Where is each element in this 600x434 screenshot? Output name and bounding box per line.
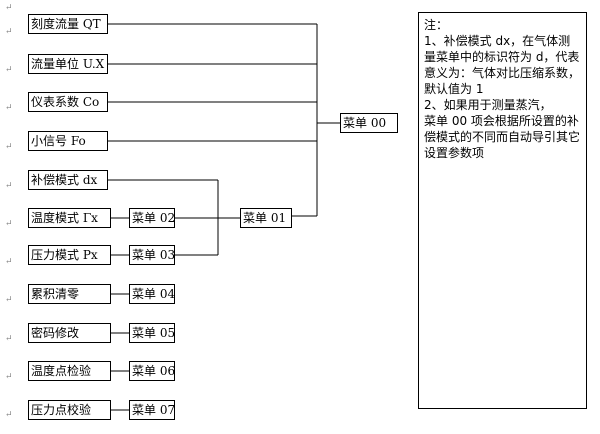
box-compensation-mode: 补偿模式 dx (28, 170, 108, 190)
box-label: 补偿模式 dx (31, 173, 98, 187)
box-small-signal: 小信号 Fo (28, 131, 108, 151)
paragraph-mark: ↵ (5, 295, 13, 305)
box-meter-factor: 仪表系数 Co (28, 92, 108, 112)
note-box: 注： 1、补偿模式 dx，在气体测量菜单中的标识符为 d，代表意义为：气体对比压… (418, 12, 587, 409)
menu-label: 菜单 02 (132, 211, 175, 225)
box-label: 压力模式 Px (31, 248, 98, 262)
menu-label: 菜单 04 (132, 287, 175, 301)
paragraph-mark: ↵ (5, 103, 13, 113)
box-label: 累积清零 (31, 287, 80, 301)
box-temperature-check: 温度点检验 (28, 361, 111, 381)
box-pressure-mode: 压力模式 Px (28, 245, 111, 265)
menu-label: 菜单 06 (132, 364, 175, 378)
menu-label: 菜单 05 (132, 326, 175, 340)
menu-05-box: 菜单 05 (129, 323, 175, 343)
box-label: 温度点检验 (31, 364, 92, 378)
menu-label: 菜单 03 (132, 248, 175, 262)
box-scale-flow: 刻度流量 QT (28, 14, 108, 34)
box-flow-unit: 流量单位 U.X (28, 54, 108, 74)
menu-06-box: 菜单 06 (129, 361, 175, 381)
menu-00-box: 菜单 00 (340, 113, 398, 133)
note-item-2-head: 2、如果用于测量蒸汽， (424, 98, 552, 112)
box-temperature-mode: 温度模式 Γx (28, 208, 111, 228)
paragraph-mark: ↵ (5, 142, 13, 152)
paragraph-mark: ↵ (5, 181, 13, 191)
note-title: 注： (424, 18, 449, 32)
paragraph-mark: ↵ (5, 372, 13, 382)
paragraph-mark: ↵ (5, 3, 13, 13)
menu-02-box: 菜单 02 (129, 208, 175, 228)
box-label: 仪表系数 Co (31, 95, 100, 109)
menu-03-box: 菜单 03 (129, 245, 175, 265)
box-label: 压力点校验 (31, 403, 92, 417)
menu-label: 菜单 01 (243, 211, 287, 225)
note-item-2-body: 菜单 00 项会根据所设置的补偿模式的不同而自动导引其它设置参数项 (424, 114, 581, 160)
menu-04-box: 菜单 04 (129, 284, 175, 304)
menu-07-box: 菜单 07 (129, 400, 175, 420)
paragraph-mark: ↵ (5, 334, 13, 344)
box-pressure-check: 压力点校验 (28, 400, 111, 420)
box-label: 温度模式 Γx (31, 211, 98, 225)
menu-label: 菜单 07 (132, 403, 175, 417)
menu-01-box: 菜单 01 (240, 208, 292, 228)
box-label: 流量单位 U.X (31, 57, 105, 71)
paragraph-mark: ↵ (5, 27, 13, 37)
paragraph-mark: ↵ (5, 65, 13, 75)
menu-label: 菜单 00 (343, 116, 387, 130)
paragraph-mark: ↵ (5, 410, 13, 420)
box-total-reset: 累积清零 (28, 284, 111, 304)
box-label: 刻度流量 QT (31, 17, 101, 31)
paragraph-mark: ↵ (5, 219, 13, 229)
paragraph-mark: ↵ (5, 257, 13, 267)
note-item-1: 1、补偿模式 dx，在气体测量菜单中的标识符为 d，代表意义为：气体对比压缩系数… (424, 34, 581, 96)
box-label: 小信号 Fo (31, 134, 86, 148)
box-label: 密码修改 (31, 326, 80, 340)
box-password-change: 密码修改 (28, 323, 111, 343)
